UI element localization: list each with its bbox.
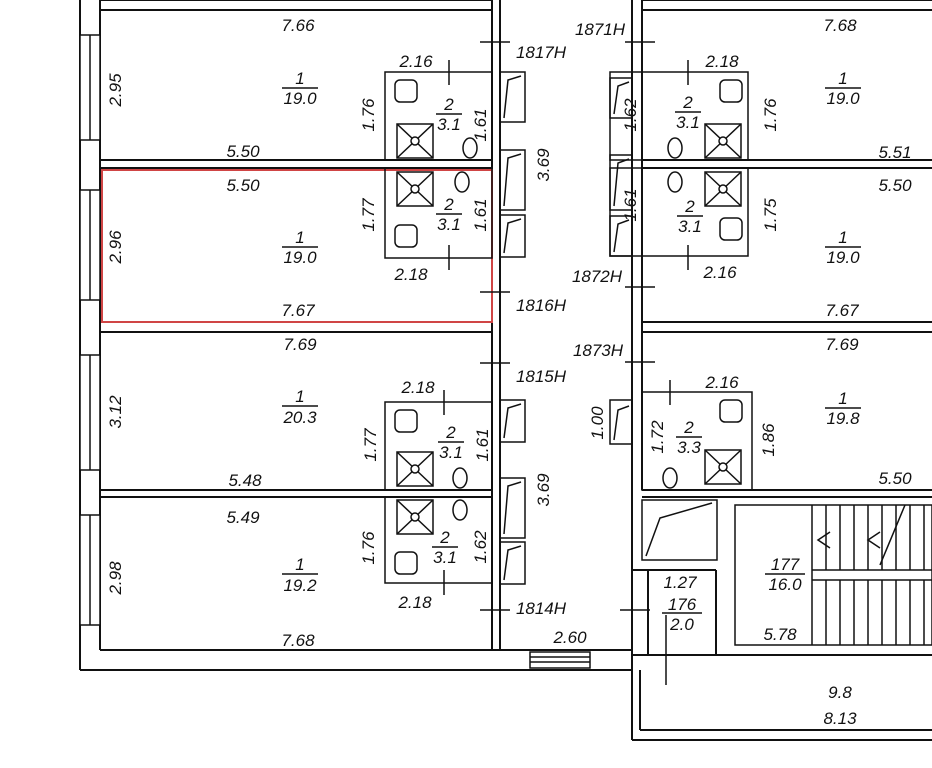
dimension: 5.51 [878,143,911,162]
bath-number: 2 [439,528,450,547]
dimension: 1.86 [759,423,778,457]
dimension: 1.61 [471,198,490,231]
shower-icons [396,123,742,535]
dimension: 1.77 [359,198,378,232]
dimension: 1.61 [621,188,640,221]
dimension: 2.16 [704,373,739,392]
dimension: 1.61 [473,428,492,461]
dimension: 5.50 [878,176,912,195]
marker: 1815H [516,367,567,386]
room-number: 176 [668,595,697,614]
dimension: 3.69 [534,148,553,182]
room-area: 2.0 [669,615,694,634]
marker: 1814H [516,599,567,618]
closets [499,71,718,585]
bath-number: 2 [443,95,454,114]
dimension: 5.78 [763,625,797,644]
dimension: 2.16 [398,52,433,71]
room-labels: 1 19.0 1 19.0 1 20.3 1 19.2 1 19.0 1 19.… [282,69,860,634]
dimension: 1.00 [588,406,607,440]
room-area: 20.3 [282,408,317,427]
bath-number: 2 [684,197,695,216]
dimension: 7.68 [823,16,857,35]
dimension: 1.76 [761,98,780,132]
room-number: 177 [771,555,800,574]
dimension-ticks [443,41,689,685]
room-area: 19.8 [826,409,860,428]
dimension: 5.48 [228,471,262,490]
room-number: 1 [838,228,847,247]
dimension: 3.12 [106,395,125,429]
windows [79,34,101,626]
dimension: 5.50 [226,142,260,161]
dimension: 3.69 [534,473,553,507]
bath-area: 3.1 [678,217,702,236]
dimension: 8.13 [823,709,857,728]
dimension: 2.18 [400,378,435,397]
bath-number: 2 [683,418,694,437]
dimension: 2.95 [106,73,125,108]
marker: 1816H [516,296,567,315]
dimension: 1.62 [471,530,490,564]
dimension: 5.50 [226,176,260,195]
toilet-icons [394,79,743,575]
marker: 1872H [572,267,623,286]
room-area: 19.0 [826,89,860,108]
room-number: 1 [295,228,304,247]
bath-area: 3.3 [677,438,701,457]
room-number: 1 [295,69,304,88]
dimension: 2.96 [106,230,125,265]
dimension: 1.76 [359,98,378,132]
dimension: 7.69 [825,335,859,354]
room-number: 1 [295,387,304,406]
bath-area: 3.1 [437,215,461,234]
staircase [734,504,932,646]
bath-area: 3.1 [433,548,457,567]
dimension: 2.18 [704,52,739,71]
bath-area: 3.1 [676,113,700,132]
dimension: 1.75 [761,198,780,232]
room-area: 19.0 [283,89,317,108]
bathrooms [384,71,753,584]
room-number: 1 [838,69,847,88]
bath-number: 2 [682,93,693,112]
walls [79,0,932,741]
dimension: 9.8 [828,683,852,702]
dimension: 7.67 [825,301,859,320]
dimension: 1.77 [361,428,380,462]
dimension-labels: 7.66 2.95 5.50 2.16 1.76 1.61 3.69 5.50 … [106,16,912,728]
dimension: 7.66 [281,16,315,35]
dimension: 7.67 [281,301,315,320]
room-number: 1 [838,389,847,408]
dimension: 5.49 [226,508,260,527]
dimension: 5.50 [878,469,912,488]
marker: 1871H [575,20,626,39]
room-area: 19.0 [283,248,317,267]
room-area: 19.2 [283,576,317,595]
bath-area: 3.1 [439,443,463,462]
dimension: 2.16 [702,263,737,282]
dimension: 2.60 [552,628,587,647]
dimension: 7.68 [281,631,315,650]
room-area: 19.0 [826,248,860,267]
dimension: 1.72 [648,420,667,454]
dimension: 2.18 [397,593,432,612]
dimension: 2.98 [106,561,125,596]
dimension: 7.69 [283,335,317,354]
bath-number: 2 [443,195,454,214]
dimension: 1.62 [621,98,640,132]
dimension: 1.61 [471,108,490,141]
bath-area: 3.1 [437,115,461,134]
room-number: 1 [295,555,304,574]
bath-number: 2 [445,423,456,442]
marker: 1817H [516,43,567,62]
dimension: 1.27 [663,573,697,592]
dimension: 1.76 [359,531,378,565]
apartment-markers: 1817H 1816H 1815H 1814H 1871H 1872H 1873… [516,20,626,618]
fraction-lines [282,87,861,614]
marker: 1873H [573,341,624,360]
room-area: 16.0 [768,575,802,594]
dimension: 2.18 [393,265,428,284]
